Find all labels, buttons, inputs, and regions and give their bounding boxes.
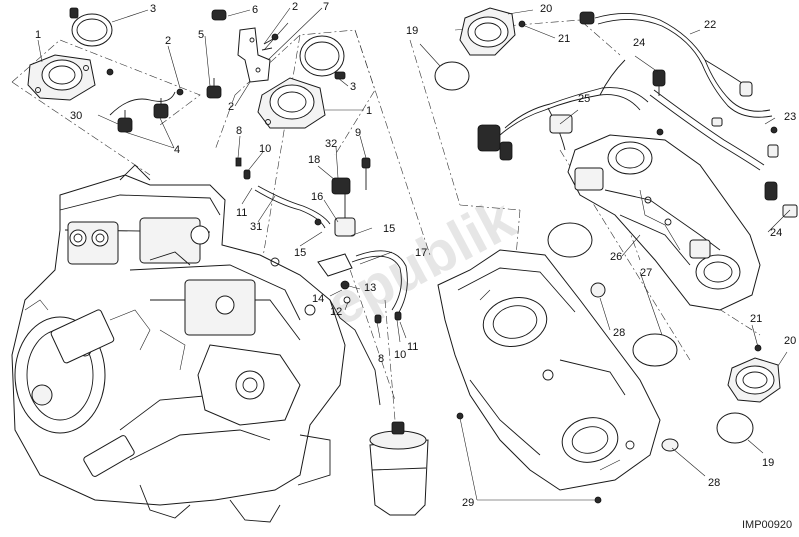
callout-23: 23 bbox=[784, 111, 796, 123]
intake-flange-1b bbox=[257, 77, 326, 129]
callout-11-b: 11 bbox=[407, 341, 418, 353]
callout-8-b: 8 bbox=[378, 353, 384, 365]
callout-10-b: 10 bbox=[394, 349, 406, 361]
callout-20-b: 20 bbox=[784, 335, 796, 347]
fuel-injector-24b bbox=[764, 126, 798, 218]
callout-9: 9 bbox=[355, 127, 361, 139]
callout-25: 25 bbox=[578, 93, 590, 105]
callout-14: 14 bbox=[312, 293, 324, 305]
callout-27: 27 bbox=[640, 267, 652, 279]
callout-8-a: 8 bbox=[236, 125, 242, 137]
assembly-guide-lines bbox=[11, 19, 761, 421]
fuel-lines-22 bbox=[579, 11, 779, 171]
callout-11-a: 11 bbox=[236, 207, 247, 219]
leader-lines bbox=[37, 7, 791, 501]
hose-clamp-3a bbox=[69, 7, 113, 47]
callout-1-b: 1 bbox=[366, 105, 372, 117]
callout-24-b: 24 bbox=[770, 227, 782, 239]
callout-28-a: 28 bbox=[613, 327, 625, 339]
callout-28-b: 28 bbox=[708, 477, 720, 489]
intake-rubber-20a bbox=[459, 7, 526, 56]
engine-block bbox=[11, 164, 346, 523]
callout-19-b: 19 bbox=[762, 457, 774, 469]
callout-18: 18 bbox=[308, 154, 320, 166]
sensor-5 bbox=[206, 78, 222, 99]
callout-20-a: 20 bbox=[540, 3, 552, 15]
callout-15-b: 15 bbox=[383, 223, 395, 235]
callout-6: 6 bbox=[252, 4, 258, 16]
callout-7: 7 bbox=[323, 1, 329, 13]
drawing-code: IMP00920 bbox=[742, 519, 792, 531]
callout-16: 16 bbox=[311, 191, 323, 203]
mounting-bracket-7 bbox=[211, 9, 279, 83]
evap-canister bbox=[369, 421, 429, 516]
callout-13: 13 bbox=[364, 282, 376, 294]
callout-26: 26 bbox=[610, 251, 622, 263]
callout-21-b: 21 bbox=[750, 313, 762, 325]
sensor-4-pair bbox=[106, 68, 184, 133]
callout-19-a: 19 bbox=[406, 25, 418, 37]
callout-31: 31 bbox=[250, 221, 262, 233]
callout-32: 32 bbox=[325, 138, 337, 150]
callout-2-b: 2 bbox=[292, 1, 298, 13]
callout-10-a: 10 bbox=[259, 143, 271, 155]
callout-2-a: 2 bbox=[165, 35, 171, 47]
callout-29: 29 bbox=[462, 497, 474, 509]
callout-3-a: 3 bbox=[150, 3, 156, 15]
callout-1-a: 1 bbox=[35, 29, 41, 41]
intake-rubber-20b bbox=[727, 344, 781, 403]
hose-clamp-3b bbox=[299, 35, 346, 80]
callout-22: 22 bbox=[704, 19, 716, 31]
o-ring-19a bbox=[434, 61, 470, 91]
callout-3-b: 3 bbox=[350, 81, 356, 93]
intake-flange-1a bbox=[27, 54, 96, 101]
callout-21-a: 21 bbox=[558, 33, 570, 45]
callout-30: 30 bbox=[70, 110, 82, 122]
callout-4: 4 bbox=[174, 144, 180, 156]
breather-hose-17 bbox=[317, 250, 408, 406]
fuel-injector-24a bbox=[652, 69, 666, 136]
callout-labels: 1 1 2 2 2 3 3 4 5 6 7 8 8 9 10 10 11 11 … bbox=[35, 1, 796, 509]
callout-15-a: 15 bbox=[294, 247, 306, 259]
callout-17: 17 bbox=[415, 247, 427, 259]
wiring-harness-25 bbox=[477, 59, 649, 161]
o-ring-27b bbox=[632, 333, 678, 367]
solenoid-valve-16 bbox=[331, 157, 371, 237]
callout-2-c: 2 bbox=[228, 101, 234, 113]
o-ring-19b bbox=[716, 412, 754, 444]
o-ring-27a bbox=[547, 222, 593, 258]
throttle-body-26 bbox=[567, 134, 761, 311]
callout-24-a: 24 bbox=[633, 37, 645, 49]
callout-12: 12 bbox=[330, 306, 342, 318]
airbox bbox=[437, 249, 679, 504]
hose-fittings-left bbox=[235, 157, 331, 229]
callout-5: 5 bbox=[198, 29, 204, 41]
